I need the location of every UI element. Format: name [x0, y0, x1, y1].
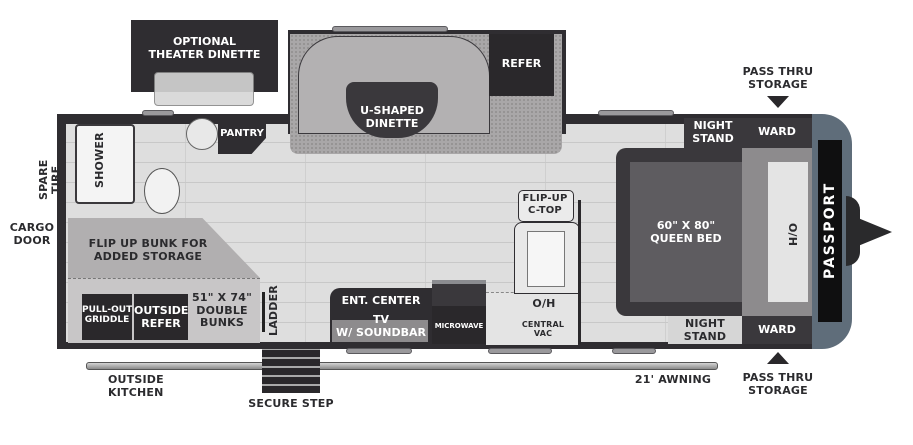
queen-bed-label: 60" X 80" QUEEN BED: [650, 219, 722, 245]
tv-soundbar: [332, 320, 428, 342]
ladder-label: LADDER: [267, 285, 280, 336]
night-stand-top-label: NIGHT STAND: [692, 119, 734, 145]
flip-up-ctop-label: FLIP-UP C-TOP: [522, 193, 568, 216]
window-bath: [142, 110, 174, 116]
night-stand-bottom: [668, 316, 742, 344]
awning-label: 21' AWNING: [634, 373, 712, 386]
flip-up-ctop-tag: [518, 190, 574, 222]
ladder: [262, 292, 265, 332]
shower: [75, 124, 135, 204]
pull-out-griddle: [82, 294, 132, 340]
kitchen-counter: [486, 292, 578, 345]
partition-wall: [578, 200, 581, 344]
pass-thru-bottom-label: PASS THRU STORAGE: [742, 371, 814, 397]
central-vac-label: CENTRAL VAC: [521, 320, 565, 339]
refer-label: REFER: [501, 57, 542, 70]
window-kitchen: [488, 348, 552, 354]
arrow-down-icon: [767, 96, 789, 108]
ward-top-label: WARD: [758, 125, 796, 138]
u-dinette-table: [346, 82, 438, 138]
spare-tire-label: SPARE TIRE: [37, 159, 63, 201]
front-cap-inner: [818, 140, 842, 322]
microwave-label: MICROWAVE: [434, 322, 484, 330]
outside-kitchen-label: OUTSIDE KITCHEN: [108, 373, 164, 399]
secure-step[interactable]: [262, 349, 320, 393]
ward-bottom: [742, 316, 812, 344]
oh-bed-label: O/H: [786, 223, 799, 247]
sink-icon: [186, 118, 218, 150]
toilet-icon: [144, 168, 180, 214]
refer-unit: [489, 34, 554, 96]
pass-thru-top-label: PASS THRU STORAGE: [742, 65, 814, 91]
window-front-top: [598, 110, 674, 116]
theater-dinette-table: [154, 72, 254, 106]
u-dinette-label: U-SHAPED DINETTE: [360, 104, 424, 130]
ward-bottom-label: WARD: [758, 323, 796, 336]
outside-refer: [134, 294, 188, 340]
pantry-label: PANTRY: [220, 128, 264, 139]
brand-logo: PASSPORT: [822, 181, 838, 279]
theater-dinette-label: OPTIONAL THEATER DINETTE: [148, 35, 261, 61]
microwave: [432, 306, 486, 344]
window-dinette: [332, 26, 448, 32]
shower-label: SHOWER: [93, 132, 106, 188]
queen-bed: [630, 162, 742, 302]
ward-top: [742, 118, 812, 148]
window-ent: [346, 348, 412, 354]
stove: [432, 280, 486, 310]
tongue-icon: [858, 218, 892, 246]
secure-step-label: SECURE STEP: [248, 397, 334, 410]
oh-kitchen-label: O/H: [532, 297, 556, 310]
ent-center-label: ENT. CENTER: [341, 294, 421, 307]
night-stand-top: [684, 118, 742, 148]
oh-cabinet: [768, 162, 808, 302]
window-bed-bottom: [612, 348, 656, 354]
awning-bar[interactable]: [86, 362, 718, 370]
hitch-icon: [846, 196, 860, 266]
tv-soundbar-label: TV W/ SOUNDBAR: [336, 313, 426, 339]
kitchen-sink-icon: [527, 231, 565, 287]
night-stand-bottom-label: NIGHT STAND: [683, 317, 727, 343]
outside-refer-label: OUTSIDE REFER: [134, 304, 189, 330]
flip-up-bunk-label: FLIP UP BUNK FOR ADDED STORAGE: [88, 237, 208, 263]
arrow-up-icon: [767, 352, 789, 364]
double-bunks-label: 51" X 74" DOUBLE BUNKS: [192, 291, 253, 330]
cargo-door-label: CARGO DOOR: [9, 221, 55, 247]
pull-out-griddle-label: PULL-OUT GRIDDLE: [82, 305, 133, 326]
